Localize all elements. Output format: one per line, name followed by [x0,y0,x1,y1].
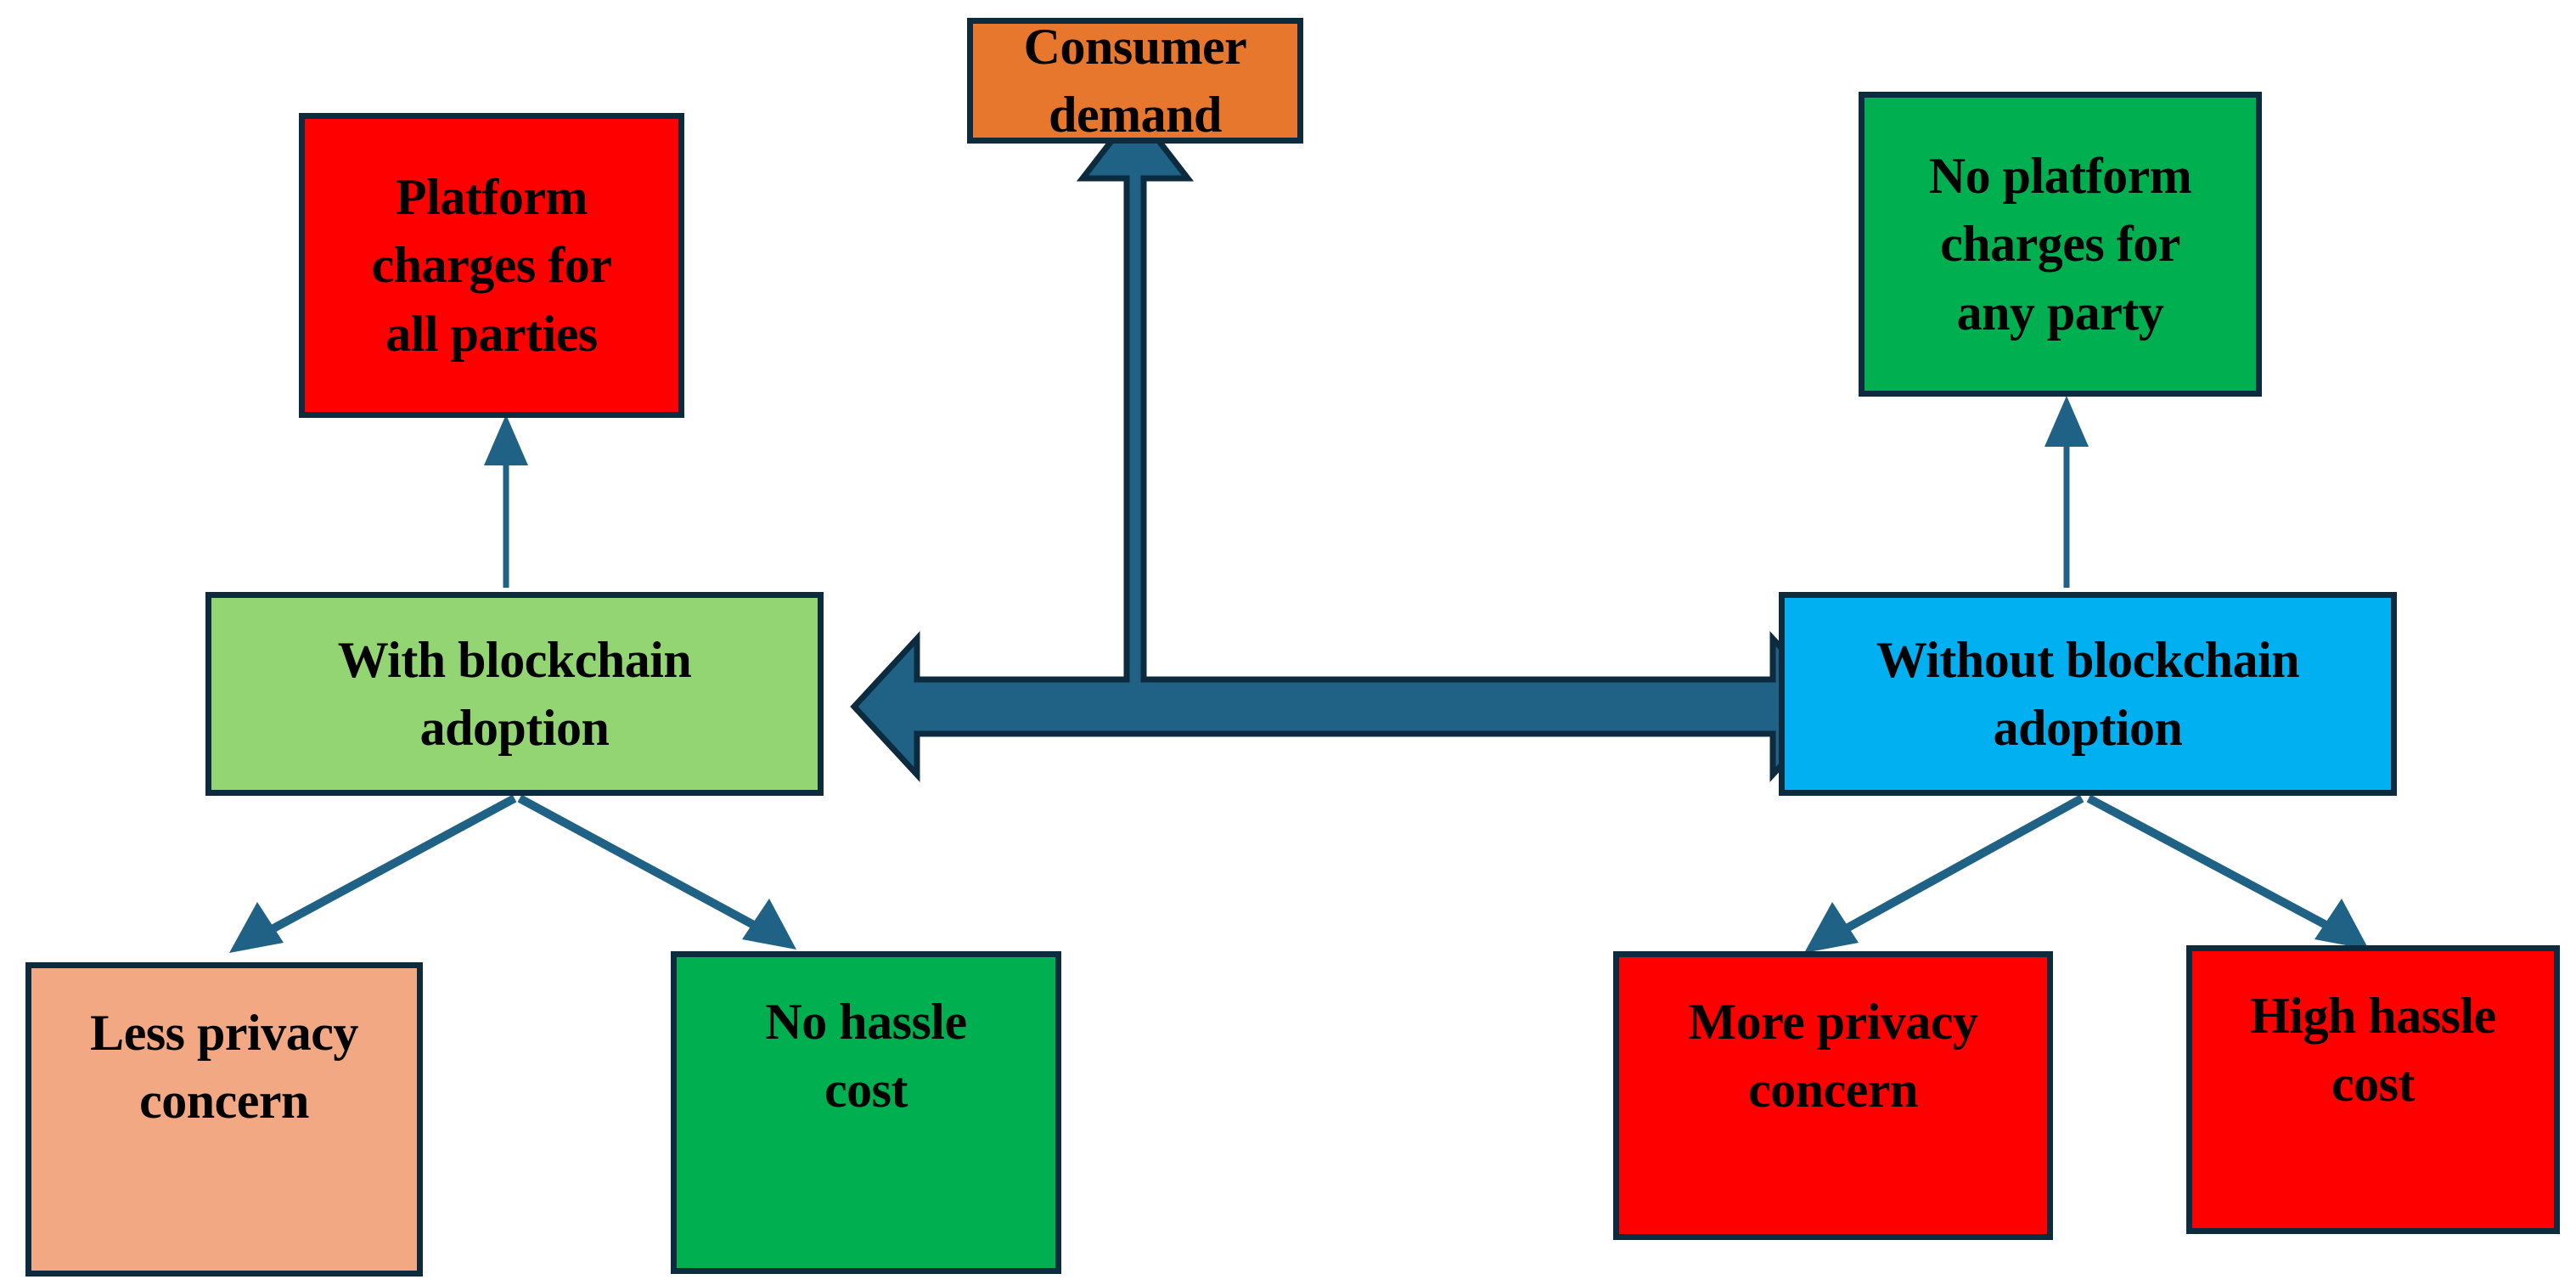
node-high-hassle-cost-label: High hassle cost [2250,988,2496,1113]
central-tee-arrow [850,105,1840,782]
node-high-hassle-cost[interactable]: High hassle cost [2186,945,2560,1234]
arrow-with-blockchain-to-less-privacy [229,794,517,953]
node-no-hassle-cost-label: No hassle cost [765,994,967,1119]
node-without-blockchain-adoption[interactable]: Without blockchain adoption [1779,592,2397,796]
node-less-privacy-concern-label: Less privacy concern [90,1005,358,1130]
node-with-blockchain-adoption[interactable]: With blockchain adoption [205,592,824,796]
node-with-blockchain-adoption-label: With blockchain adoption [337,631,692,756]
node-more-privacy-concern-label: More privacy concern [1688,994,1978,1119]
node-less-privacy-concern[interactable]: Less privacy concern [25,962,423,1277]
node-consumer-demand[interactable]: Consumer demand [967,18,1303,144]
arrow-with-blockchain-to-no-hassle [517,794,796,950]
node-no-platform-charges[interactable]: No platform charges for any party [1859,92,2262,397]
arrow-without-blockchain-to-no-platform-charges [2044,396,2089,588]
arrow-without-blockchain-to-high-hassle [2086,794,2369,950]
arrow-with-blockchain-to-platform-charges [484,414,528,588]
node-consumer-demand-label: Consumer demand [1023,18,1247,143]
node-platform-charges[interactable]: Platform charges for all parties [299,113,684,418]
node-platform-charges-label: Platform charges for all parties [371,168,612,362]
node-more-privacy-concern[interactable]: More privacy concern [1613,951,2053,1240]
node-no-platform-charges-label: No platform charges for any party [1928,147,2192,341]
arrow-without-blockchain-to-more-privacy [1804,794,2084,953]
node-without-blockchain-adoption-label: Without blockchain adoption [1876,631,2300,756]
node-no-hassle-cost[interactable]: No hassle cost [671,951,1061,1274]
